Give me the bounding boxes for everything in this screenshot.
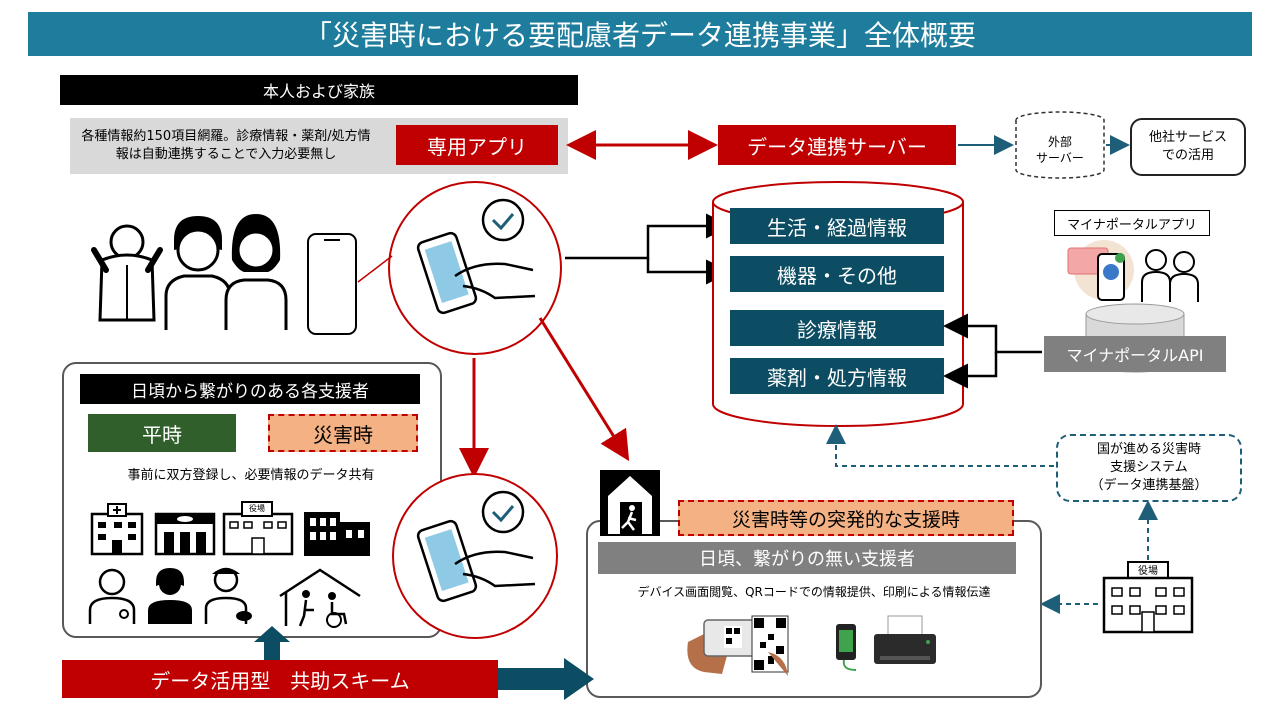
- myna-api-label: マイナポータルAPI: [1044, 336, 1226, 372]
- other-service-box: 他社サービス での活用: [1130, 118, 1246, 176]
- co-help-scheme-label: データ活用型 共助スキーム: [62, 660, 498, 698]
- national-system-box: 国が進める災害時 支援システム （データ連携基盤）: [1056, 434, 1242, 502]
- external-server-icon: [1015, 111, 1105, 179]
- normal-time-label: 平時: [88, 414, 236, 452]
- myna-app-label: マイナポータルアプリ: [1054, 210, 1210, 236]
- db-item-device: 機器・その他: [730, 256, 944, 292]
- printer-illustration: [836, 615, 936, 671]
- external-server-label: 外部 サーバー: [1036, 135, 1084, 165]
- right-arrow: [498, 658, 594, 700]
- smartphone-icon: [307, 233, 357, 335]
- town-hall-icon: [1102, 561, 1194, 634]
- db-item-life: 生活・経過情報: [730, 208, 944, 244]
- disaster-time-label: 災害時: [268, 414, 418, 452]
- family-header: 本人および家族: [60, 75, 578, 105]
- myna-app-illustration: [1067, 240, 1199, 302]
- db-item-medical: 診療情報: [730, 310, 944, 346]
- dedicated-app-label: 専用アプリ: [396, 125, 558, 165]
- supporters-description: 事前に双方登録し、必要情報のデータ共有: [127, 467, 375, 483]
- emergency-label: 災害時等の突発的な支援時: [678, 500, 1014, 536]
- emergency-header: 日頃、繋がりの無い支援者: [598, 542, 1016, 574]
- db-item-drug: 薬剤・処方情報: [730, 358, 944, 394]
- supporter-facility-icons: [90, 501, 370, 556]
- data-server-label: データ連携サーバー: [718, 125, 956, 165]
- supporter-office-sign: 役場: [249, 503, 265, 513]
- up-arrow: [254, 626, 290, 662]
- family-illustration: [91, 214, 288, 330]
- supporters-panel: [62, 362, 442, 638]
- tablet-hand-circle-top: [388, 181, 562, 355]
- emergency-description: デバイス画面閲覧、QRコードでの情報提供、印刷による情報伝達: [637, 584, 991, 599]
- emergency-exit-icon: [600, 470, 660, 536]
- supporter-people-icons: [88, 567, 361, 628]
- page-title: 「災害時における要配慮者データ連携事業」全体概要: [28, 12, 1252, 56]
- family-info-text: 各種情報約150項目網羅。診療情報・薬剤/処方情報は自動連携することで入力必要無…: [81, 129, 371, 162]
- tablet-hand-circle-bottom: [392, 473, 558, 639]
- qr-phone-illustration: [687, 615, 789, 676]
- town-hall-sign: 役場: [1138, 565, 1158, 577]
- supporters-header: 日頃から繋がりのある各支援者: [80, 374, 420, 404]
